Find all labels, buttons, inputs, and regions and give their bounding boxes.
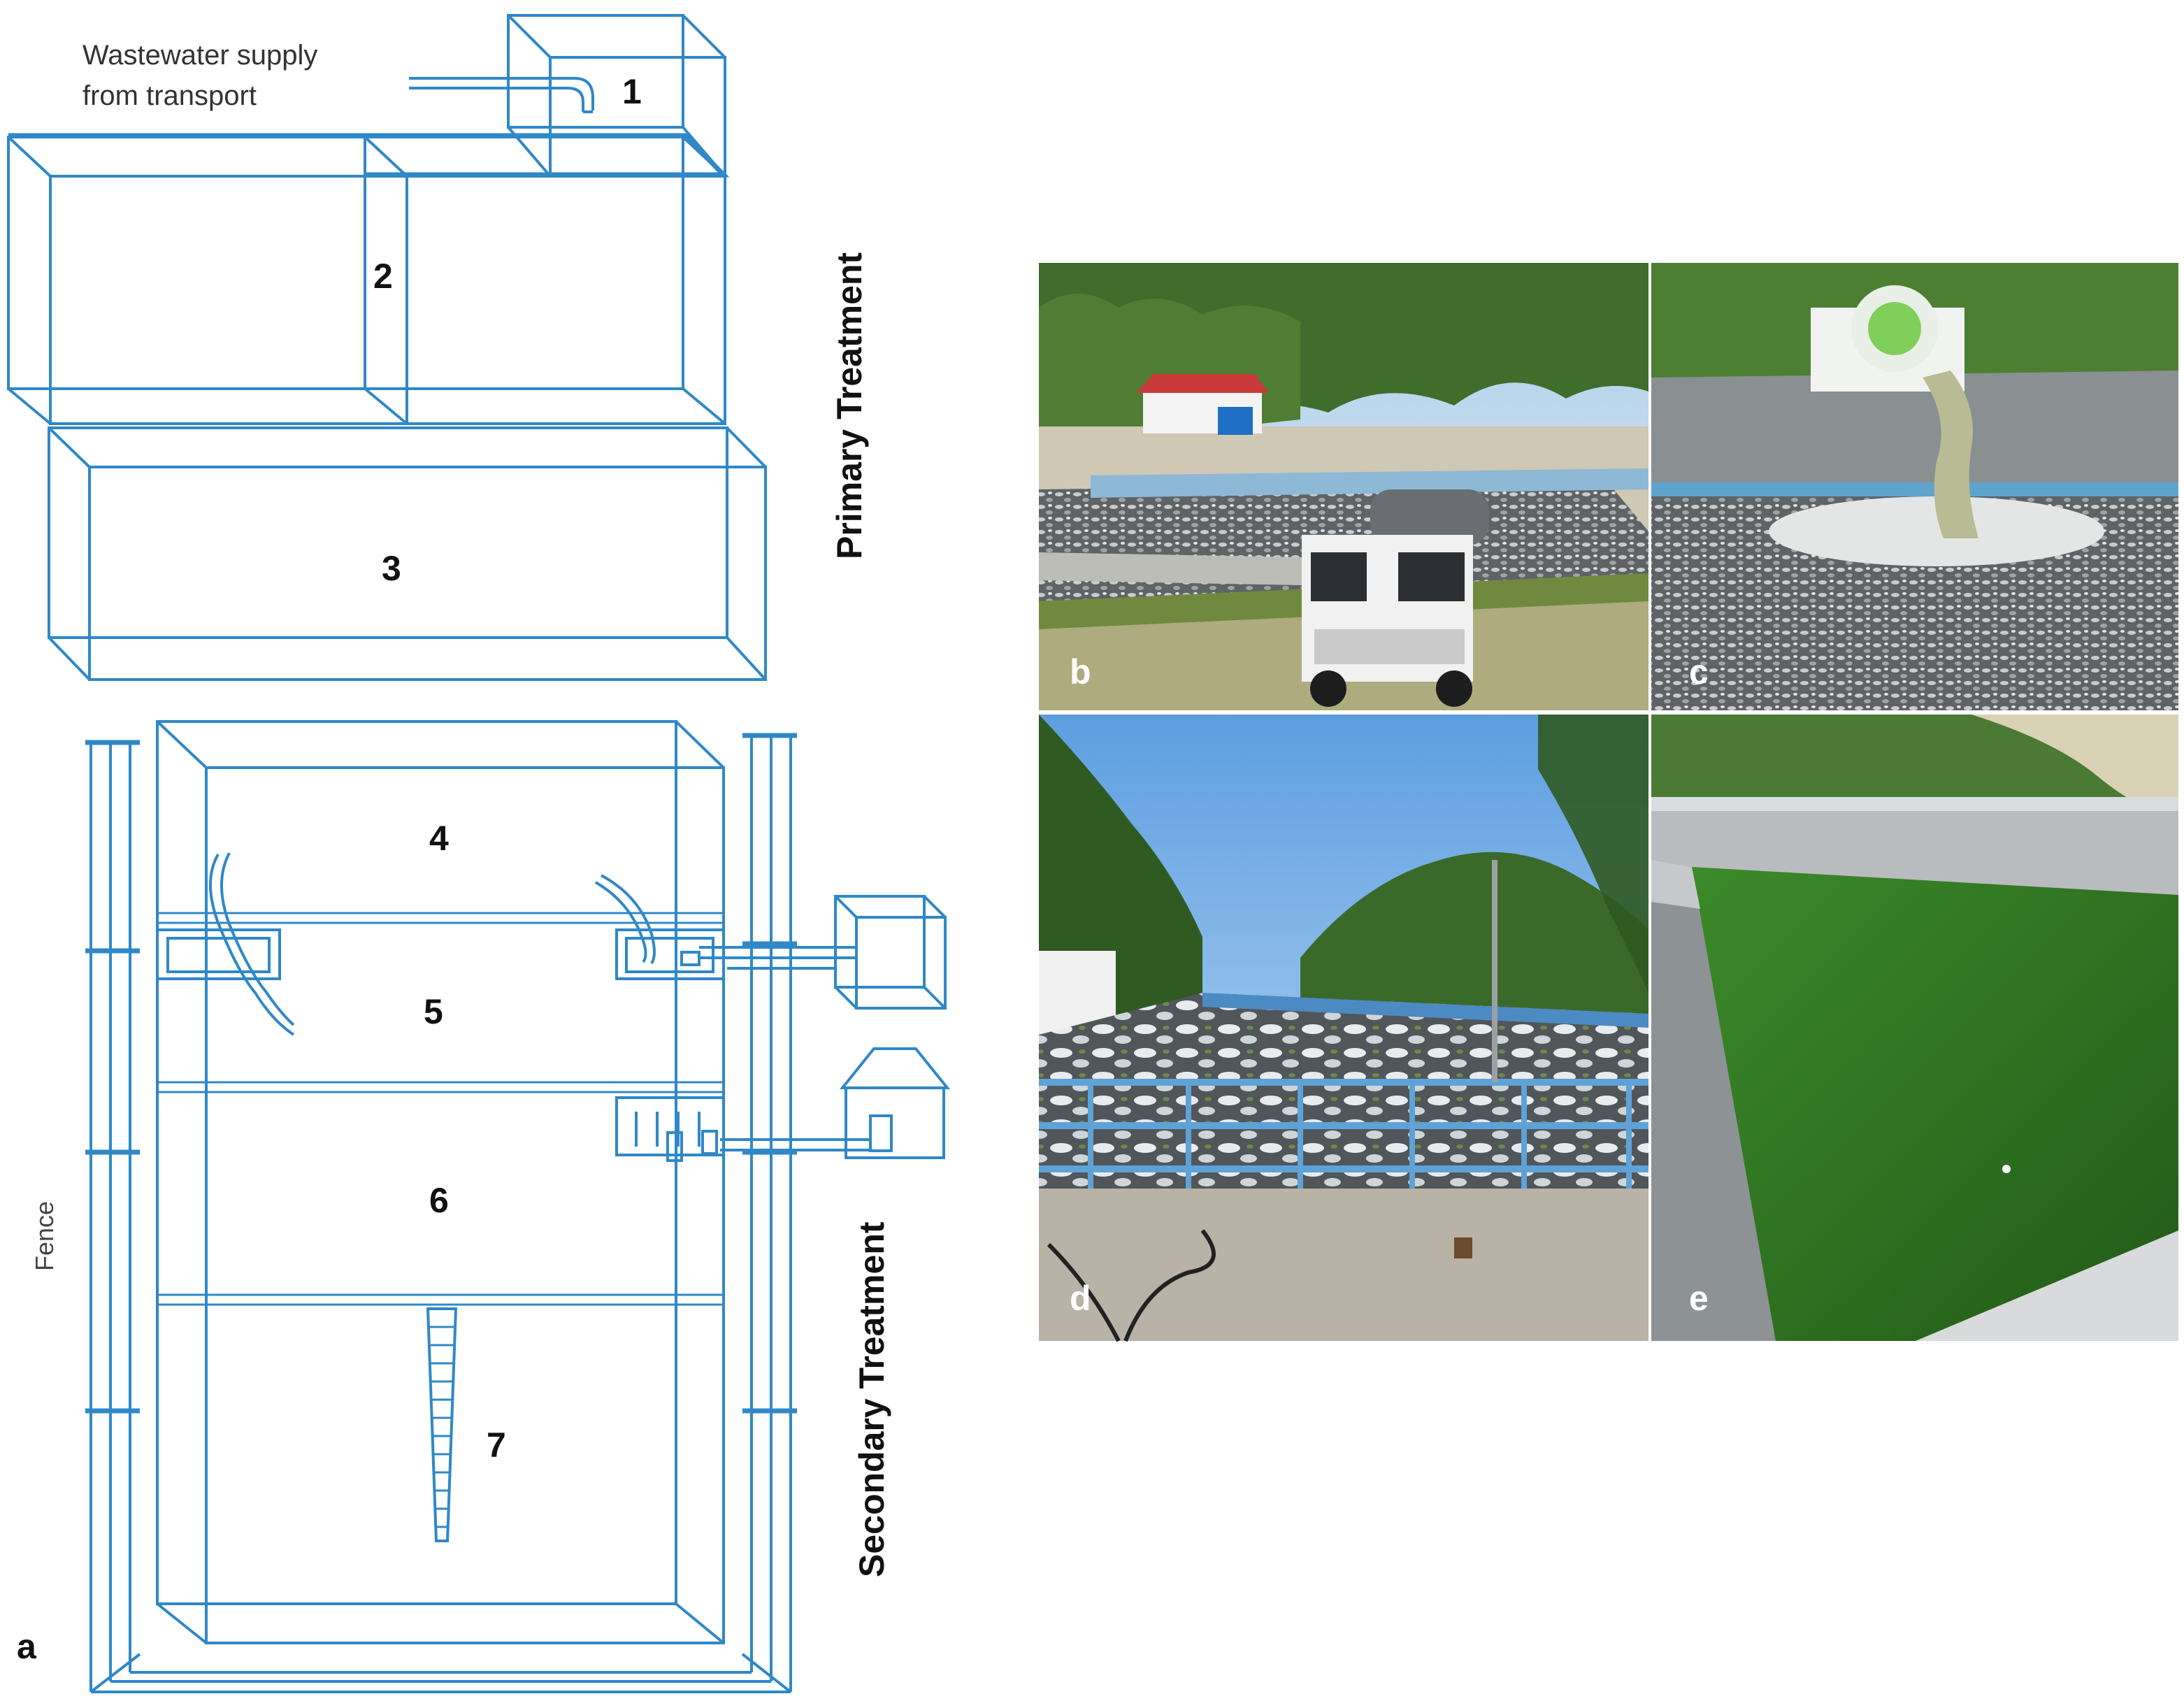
- primary-treatment-label: Primary Treatment: [830, 252, 869, 559]
- inlet-box-left: [156, 852, 295, 1036]
- unit-label-2: 2: [373, 257, 393, 296]
- panel-label-a: a: [17, 1627, 37, 1666]
- control-house: [839, 1047, 951, 1159]
- fence-label: Fence: [30, 1201, 59, 1271]
- unit-label-5: 5: [424, 992, 443, 1031]
- supply-label-line2: from transport: [82, 80, 257, 111]
- unit-label-7: 7: [487, 1426, 506, 1465]
- photo-label-e: e: [1689, 1279, 1709, 1318]
- outlet-structure: [615, 1096, 870, 1162]
- inlet-box-right: [594, 874, 725, 980]
- photo-c-sludge-discharge: c: [1651, 263, 2178, 710]
- unit-label-3: 3: [382, 549, 401, 588]
- unit-2-left-tank: [7, 136, 408, 425]
- supply-label-line1: Wastewater supply: [82, 40, 317, 71]
- schematic-panel-a: Wastewater supply from transport 1 2 3 4…: [7, 14, 951, 1693]
- photo-label-d: d: [1070, 1279, 1091, 1318]
- unit-7-baffle: [426, 1307, 458, 1542]
- truck: [1302, 489, 1489, 707]
- photo-d-aeration-ponds: d: [1039, 715, 1648, 1342]
- photo-label-b: b: [1070, 652, 1091, 691]
- unit-label-4: 4: [429, 819, 449, 858]
- photo-b-truck-at-drying-bed: b: [1039, 263, 1648, 710]
- photo-label-c: c: [1689, 652, 1709, 691]
- unit-1-receiving-box: [409, 14, 726, 178]
- unit-2-right-tank: [8, 133, 730, 425]
- pump-box: [699, 895, 947, 1010]
- secondary-basin: [156, 720, 725, 1644]
- photo-e-algae-pond: e: [1651, 715, 2178, 1341]
- unit-label-1: 1: [622, 72, 642, 111]
- secondary-treatment-label: Secondary Treatment: [852, 1221, 891, 1577]
- fence: [85, 733, 797, 1693]
- unit-label-6: 6: [429, 1181, 449, 1220]
- unit-3-tank: [48, 426, 767, 681]
- photo-grid-dividers: [1039, 263, 2178, 1341]
